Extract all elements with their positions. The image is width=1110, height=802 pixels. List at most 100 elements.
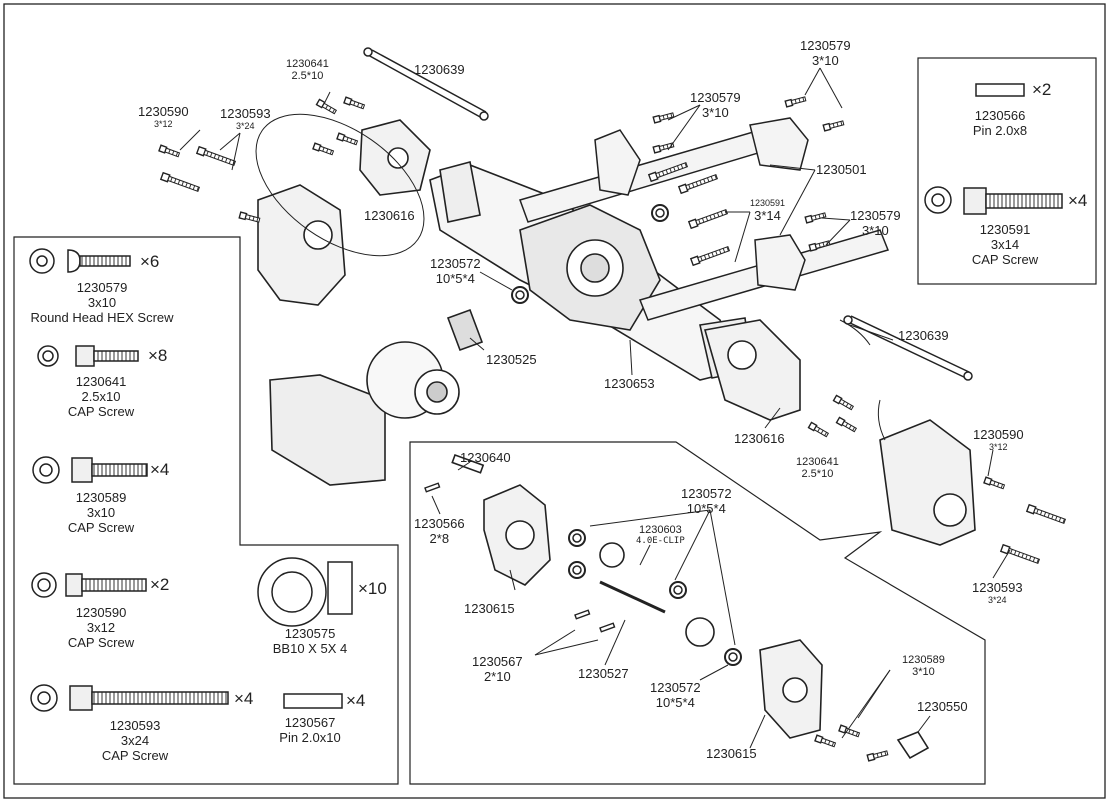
label-1230525: 1230525 [486,352,537,367]
legend-part-size: 3x12 [86,620,116,635]
cap-screw-3x24-icon [30,684,229,712]
legend-part-number: 1230593 [109,718,161,733]
legend-part-desc: CAP Screw [67,404,135,419]
legend-item-1230566: 1230566 Pin 2.0x8 [950,108,1050,138]
pin-2x8-icon [975,83,1025,97]
part-size: 4.0E-CLIP [636,536,685,546]
bearing-icon [257,557,353,627]
part-number: 1230589 [902,654,945,666]
cap-screw-2-5x10-icon [37,345,139,367]
legend-qty: ×2 [150,575,170,594]
legend-part-desc: Pin 2.0x10 [279,730,341,745]
gearbox-parts [451,453,930,760]
part-size: 3*10 [912,666,935,678]
label-1230566-gearbox: 1230566 2*8 [414,516,465,546]
part-size: 3*10 [861,223,889,238]
legend-qty: ×6 [140,252,160,271]
part-number: 1230590 [138,104,189,119]
part-size: 2.5*10 [291,70,324,82]
part-size: 3*10 [701,105,729,120]
legend-part-desc: CAP Screw [971,252,1039,267]
label-1230591: 1230591 3*14 [750,198,785,223]
part-size: 3*12 [154,119,173,129]
legend-item-1230567: 1230567 Pin 2.0x10 [260,715,360,745]
legend-item-1230579: 1230579 3x10 Round Head HEX Screw [26,280,178,325]
legend-part-number: 1230591 [979,222,1031,237]
label-1230501: 1230501 [816,162,867,177]
legend-item-1230591: 1230591 3x14 CAP Screw [950,222,1060,267]
differential [269,308,484,486]
label-1230589-gearbox: 1230589 3*10 [902,654,945,678]
legend-qty: ×4 [346,691,366,710]
legend-part-size: 3x10 [87,295,117,310]
label-1230639-top: 1230639 [414,62,465,77]
legend-part-desc: BB10 X 5X 4 [272,641,348,656]
part-number: 1230579 [800,38,851,53]
legend-part-desc: CAP Screw [67,520,135,535]
legend-part-size: 2.5x10 [81,389,121,404]
pins [424,482,616,633]
link-rod-right [843,315,973,381]
part-size: 2*8 [429,531,450,546]
part-number: 1230572 [650,680,701,695]
legend-part-size: 3x10 [86,505,116,520]
part-size: 3*24 [988,595,1007,605]
part-number: 1230593 [220,106,271,121]
part-number: 1230591 [750,198,786,208]
cap-screw-3x14-icon [924,186,1063,215]
label-1230590-top: 1230590 3*12 [138,104,189,129]
part-number: 1230603 [638,524,682,536]
legend-part-size: 3x24 [120,733,150,748]
part-number: 1230566 [414,516,465,531]
part-size: 3*12 [989,442,1008,452]
part-size: 3*10 [811,53,839,68]
part-size: 3*14 [754,208,781,223]
legend-qty: ×2 [1032,80,1052,99]
part-number: 1230579 [850,208,901,223]
legend-qty: ×4 [150,460,170,479]
label-1230567-gearbox: 1230567 2*10 [472,654,523,684]
label-1230579-b: 1230579 3*10 [690,90,741,120]
part-number: 1230579 [690,90,741,105]
part-size: 10*5*4 [686,501,726,516]
label-1230550: 1230550 [917,699,968,714]
left-gear-cover [257,119,431,306]
legend-qty: ×10 [358,579,387,598]
legend-part-number: 1230641 [75,374,127,389]
label-1230590-right: 1230590 3*12 [973,427,1024,452]
leader-lines [179,67,1011,749]
label-1230579-c: 1230579 3*10 [850,208,901,238]
legend-part-number: 1230566 [974,108,1026,123]
legend-part-desc: Round Head HEX Screw [30,310,174,325]
part-size: 2.5*10 [801,468,834,480]
cover-ellipse [255,113,425,257]
legend-part-number: 1230590 [75,605,127,620]
part-size: 3*24 [236,121,255,131]
label-1230616-top: 1230616 [364,208,415,223]
label-1230615-b: 1230615 [706,746,757,761]
label-1230640: 1230640 [460,450,511,465]
label-1230616-right: 1230616 [734,431,785,446]
label-1230572-gearbox-2: 1230572 10*5*4 [650,680,701,710]
legend-qty: ×4 [234,689,254,708]
label-1230653: 1230653 [604,376,655,391]
legend-item-1230575: 1230575 BB10 X 5X 4 [250,626,370,656]
legend-part-desc: CAP Screw [67,635,135,650]
right-knuckle [703,319,976,546]
part-number: 1230590 [973,427,1024,442]
label-1230572-gearbox-1: 1230572 10*5*4 [681,486,732,516]
legend-item-1230590: 1230590 3x12 CAP Screw [40,605,162,650]
legend-item-1230641: 1230641 2.5x10 CAP Screw [40,374,162,419]
label-1230579-a: 1230579 3*10 [800,38,851,68]
legend-item-1230589: 1230589 3x10 CAP Screw [40,490,162,535]
label-1230641-right: 1230641 2.5*10 [796,456,839,480]
outer-frame [3,3,1106,799]
legend-icons-left [29,248,353,712]
label-1230615-a: 1230615 [464,601,515,616]
legend-part-size: 3x14 [990,237,1020,252]
part-size: 10*5*4 [435,271,475,286]
part-number: 1230567 [472,654,523,669]
legend-item-1230593: 1230593 3x24 CAP Screw [74,718,196,763]
legend-right-box [917,57,1097,285]
